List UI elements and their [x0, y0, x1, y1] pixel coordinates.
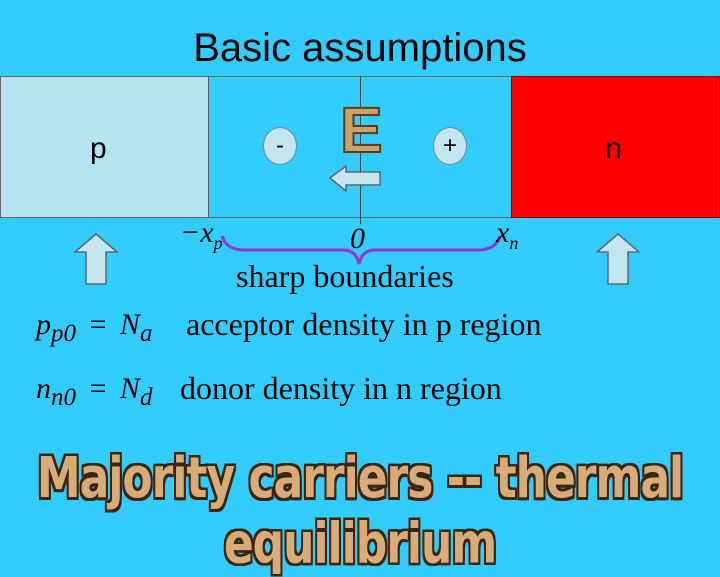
sharp-boundaries-label: sharp boundaries	[236, 258, 454, 294]
donor-equation: nn0 = Nd	[36, 372, 153, 411]
up-arrow-right-icon	[594, 233, 642, 285]
negative-ion-circle: -	[263, 127, 297, 165]
majority-carriers-banner: Majority carriers -- thermal equilibrium	[36, 446, 684, 577]
acceptor-description: acceptor density in p region	[186, 306, 542, 342]
boundary-brace	[220, 235, 502, 265]
minus-xp-label: −xp	[180, 216, 223, 253]
diagram-graphics	[72, 164, 642, 285]
acceptor-equation: pp0 = Na	[36, 308, 153, 347]
slide-title: Basic assumptions	[193, 26, 527, 70]
n-region-label: n	[605, 132, 622, 165]
zero-label: 0	[350, 222, 365, 255]
p-region-block	[0, 76, 210, 218]
up-arrow-left-icon	[72, 233, 120, 285]
donor-description: donor density in n region	[180, 370, 502, 406]
field-arrow-icon	[328, 164, 381, 193]
p-region-label: p	[90, 132, 107, 165]
positive-ion-circle: +	[433, 127, 467, 165]
n-region-block	[511, 76, 720, 218]
electric-field-symbol: E	[339, 94, 384, 166]
xn-label: xn	[496, 216, 519, 253]
junction-line	[360, 76, 361, 224]
